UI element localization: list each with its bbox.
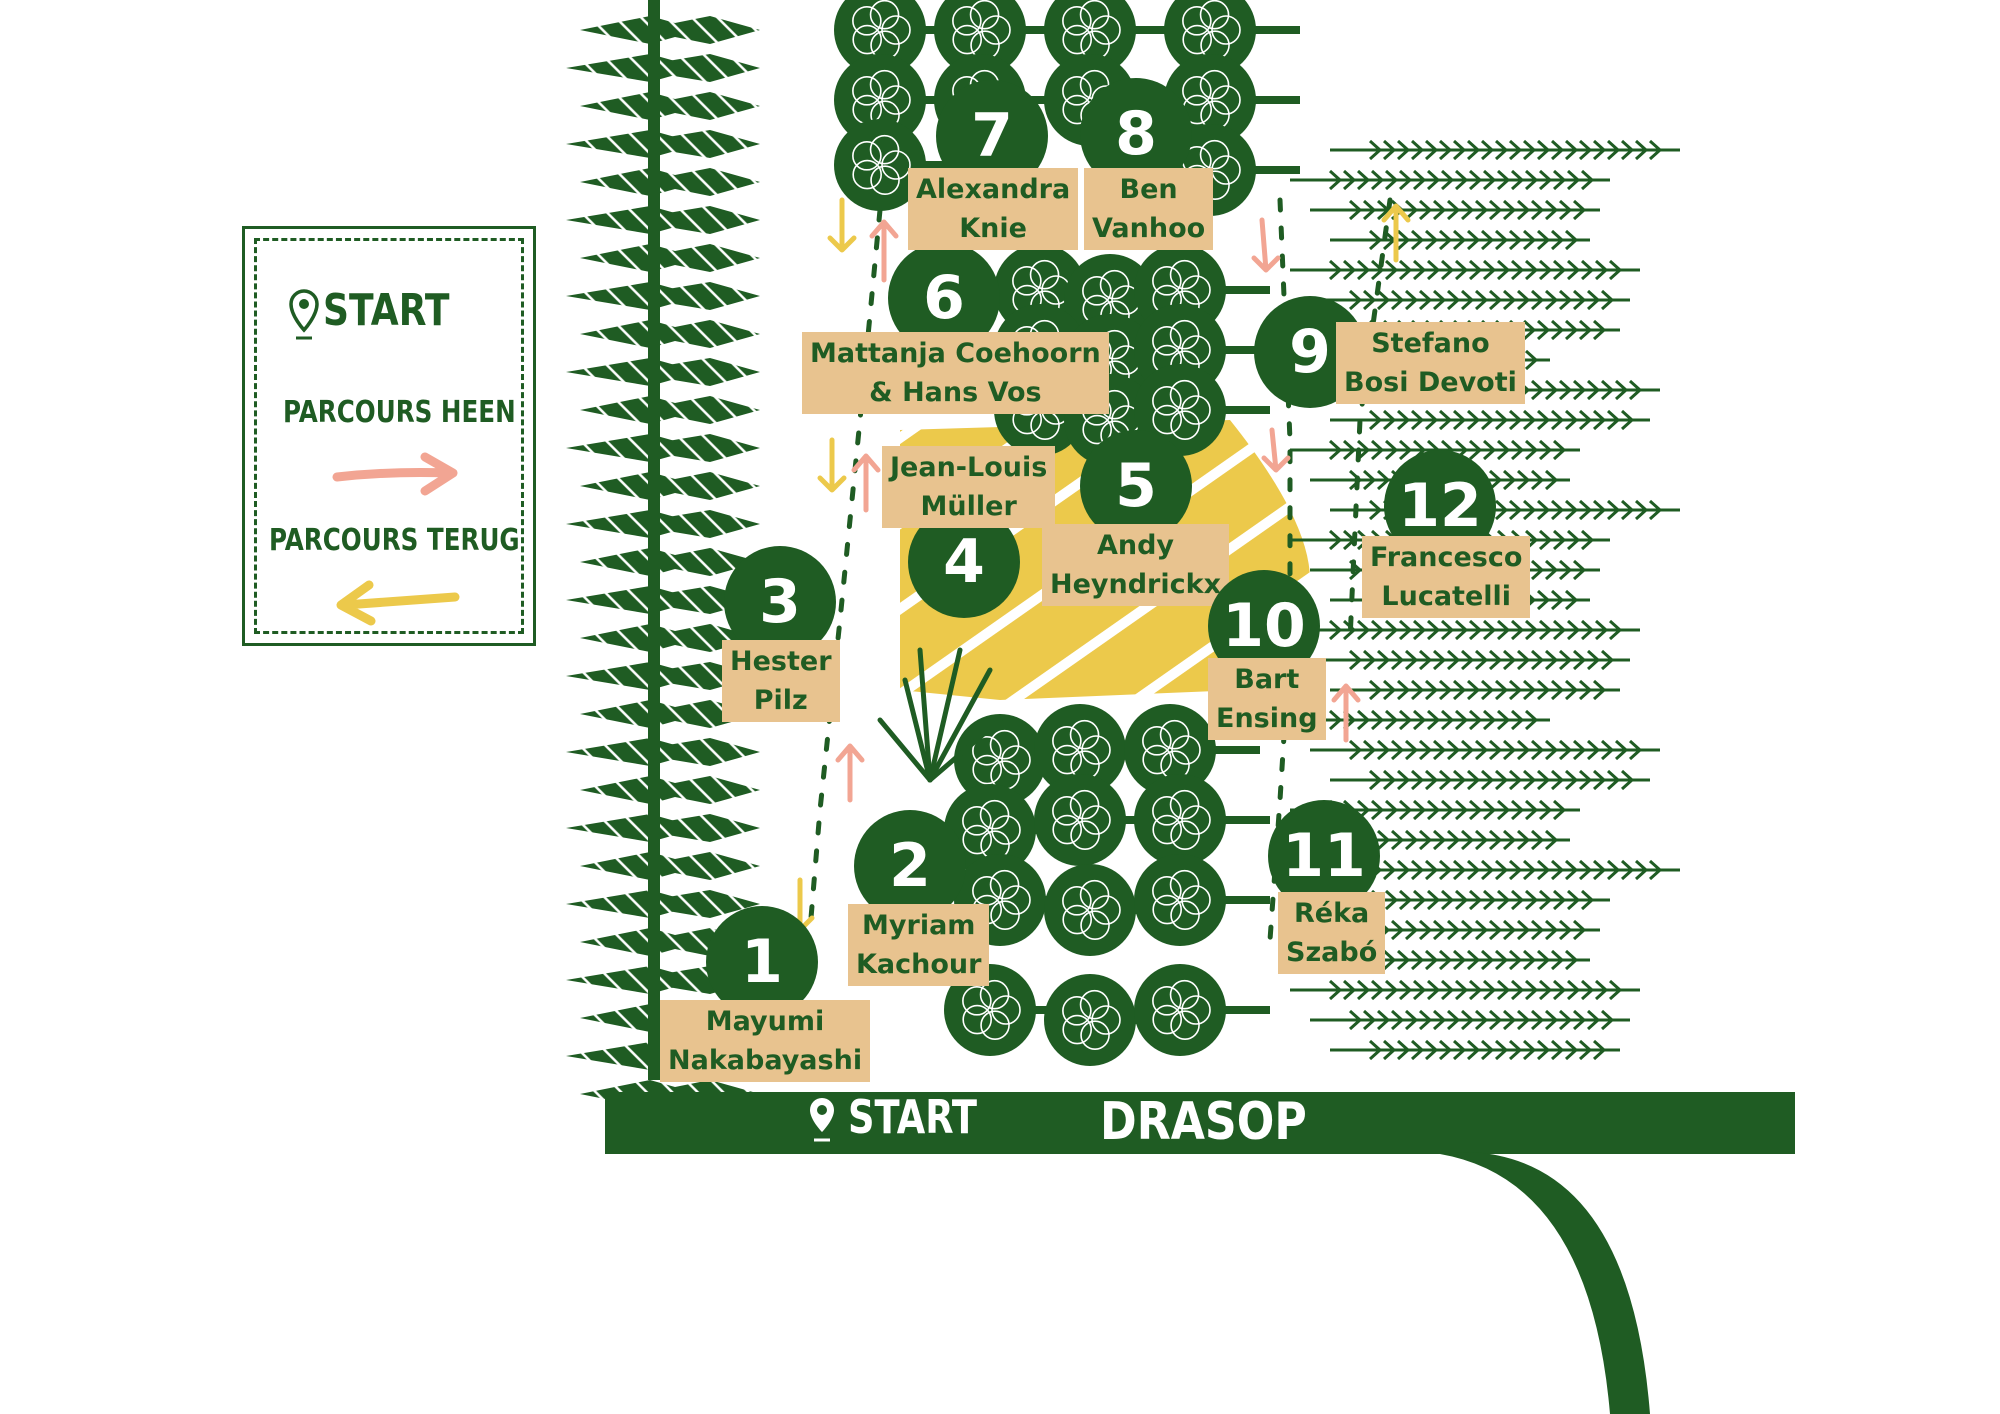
location-pin-icon [289,289,319,340]
road-start-label: START [848,1090,978,1144]
arrow-left-icon [336,580,460,626]
stop-number-badge: 3 [724,546,836,658]
palm-bush [877,647,1003,783]
stop-artist-label: Mattanja Coehoorn& Hans Vos [802,332,1109,414]
stop-number-badge: 1 [706,906,818,1018]
road-location-pin-icon [810,1098,834,1142]
legend-route-back-label: PARCOURS TERUG [269,523,520,558]
left-tree-column [566,0,760,1108]
legend-border [254,238,524,634]
stop-number-badge: 5 [1080,430,1192,542]
road-name-label: DRASOP [1100,1092,1307,1152]
legend-route-out-label: PARCOURS HEEN [283,395,516,430]
legend-box: START PARCOURS HEEN PARCOURS TERUG [242,226,536,646]
route-arrows [785,197,1411,933]
legend-start-label: START [323,285,450,336]
stop-number-badge: 2 [854,810,966,922]
arrow-right-icon [332,452,458,496]
road-drasop [605,1092,1795,1414]
